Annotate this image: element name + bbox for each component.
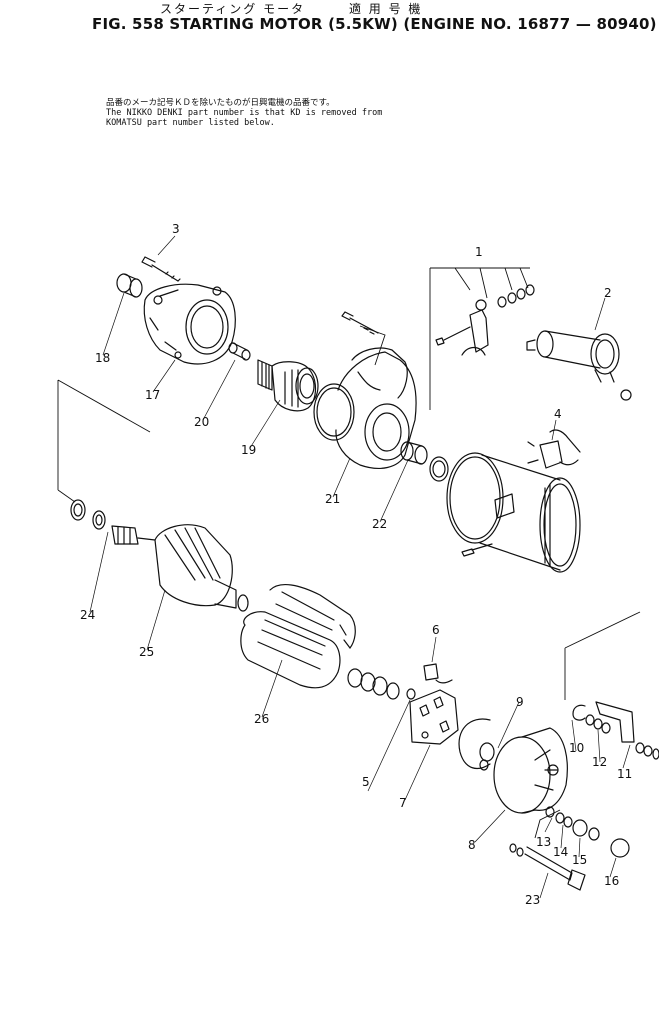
part-25-armature [111, 524, 249, 612]
part-10-12-11-bracket-set [572, 701, 659, 760]
note-line: The NIKKO DENKI part number is that KD i… [106, 108, 383, 118]
callout-19: 19 [241, 443, 256, 457]
yoke-assembly [446, 452, 581, 573]
callout-5: 5 [362, 775, 370, 789]
callout-18: 18 [95, 351, 110, 365]
part-23-through-bolt [509, 843, 586, 891]
japanese-applicable-label: 適 用 号 機 [348, 2, 423, 16]
part-20-pin [228, 342, 251, 361]
part-26-field-coil [240, 583, 356, 689]
notes-block: 品番のメーカ記号ＫＤを除いたものが日興電機の品番です。 The NIKKO DE… [106, 98, 382, 128]
callout-23: 23 [525, 893, 540, 907]
part-4-brush-lead-set [527, 429, 581, 469]
callout-15: 15 [572, 853, 587, 867]
callout-26: 26 [254, 712, 269, 726]
part-3-bolt [141, 256, 181, 282]
part-24-washers [70, 499, 106, 530]
part-9-bushing-ring [458, 718, 495, 771]
part-1-lever-kit [435, 284, 535, 356]
callout-8: 8 [468, 838, 476, 852]
part-17-drive-housing [143, 283, 236, 365]
washer-set-small [347, 668, 416, 700]
callout-9: 9 [516, 695, 524, 709]
callout-3: 3 [172, 222, 180, 236]
japanese-header: スターティング モータ 適 用 号 機 [160, 0, 422, 17]
callout-24: 24 [80, 608, 95, 622]
part-18-bushing [116, 273, 143, 298]
note-line: KOMATSU part number listed below. [106, 118, 275, 128]
callout-1: 1 [475, 245, 483, 259]
part-7-brush-holder [409, 689, 459, 745]
callout-25: 25 [139, 645, 154, 659]
part-13-16-hardware [545, 806, 630, 858]
callout-2: 2 [604, 286, 612, 300]
callout-14: 14 [553, 845, 568, 859]
japanese-title: スターティング モータ [160, 2, 306, 16]
part-2-magnetic-switch [526, 330, 632, 401]
part-8-commutator-end-frame [493, 727, 568, 814]
callout-4: 4 [554, 407, 562, 421]
callout-17: 17 [145, 388, 160, 402]
part-22-bearing [400, 441, 449, 482]
callout-16: 16 [604, 874, 619, 888]
callout-20: 20 [194, 415, 209, 429]
callout-11: 11 [617, 767, 632, 781]
figure-title: FIG. 558 STARTING MOTOR (5.5KW) (ENGINE … [92, 15, 657, 33]
callout-22: 22 [372, 517, 387, 531]
part-19-pinion-clutch [257, 359, 319, 412]
callout-10: 10 [569, 741, 584, 755]
part-21-gear-housing [313, 311, 417, 469]
callout-6: 6 [432, 623, 440, 637]
callout-12: 12 [592, 755, 607, 769]
callout-21: 21 [325, 492, 340, 506]
part-6-brush [423, 663, 453, 684]
callout-7: 7 [399, 796, 407, 810]
callout-labels: 1 2 3 4 5 6 7 8 9 10 11 12 13 14 15 16 1… [80, 222, 632, 907]
callout-13: 13 [536, 835, 551, 849]
note-line: 品番のメーカ記号ＫＤを除いたものが日興電機の品番です。 [106, 98, 335, 108]
